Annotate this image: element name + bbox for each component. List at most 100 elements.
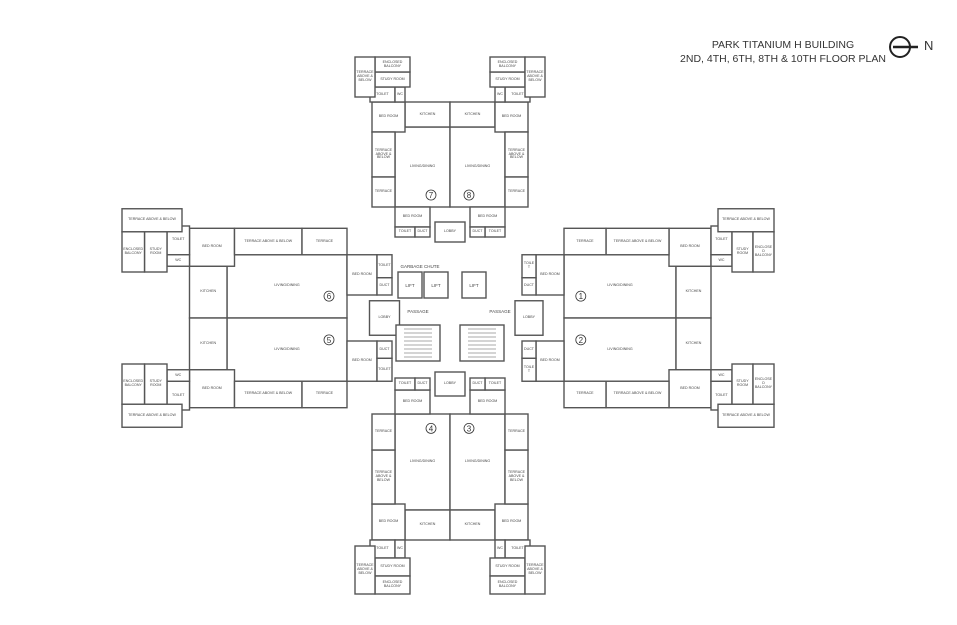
staircase <box>395 324 441 362</box>
room-label-box: TOILET <box>376 546 389 550</box>
room-label-box: BED ROOM <box>402 214 423 219</box>
room-label-box: TERRACE ABOVE & BELOW <box>722 217 770 221</box>
room-label: TERRACE ABOVE & BELOW <box>526 70 544 82</box>
room-label-box: TOILET <box>523 261 535 270</box>
room-label-box: KITCHEN <box>419 522 436 527</box>
room-label: LIVING/DINING <box>607 283 633 288</box>
room-living <box>226 317 348 382</box>
room-label: ENCLOSED BALCONY <box>497 580 518 588</box>
room-label-box: TERRACE <box>374 189 393 194</box>
room-label: TERRACE ABOVE & BELOW <box>356 70 374 82</box>
room-terrace-ab <box>524 56 546 98</box>
flat-number: 7 <box>429 191 434 200</box>
room-label-box: TERRACE ABOVE & BELOW <box>526 563 543 575</box>
room-label: BED ROOM <box>501 114 522 119</box>
room-label-box: TERRACE ABOVE & BELOW <box>526 70 544 82</box>
room-label-box: DUCT <box>473 229 483 233</box>
room-label: WC <box>397 91 403 96</box>
room-label-box: STUDY ROOM <box>495 564 520 569</box>
room-label-box: TOILET <box>172 237 185 241</box>
room-label: ENCLOSED BALCONY <box>754 244 773 257</box>
plan-title-line1: PARK TITANIUM H BUILDING <box>711 39 855 51</box>
room-label: TOILET <box>398 381 412 386</box>
room-label-box: TERRACE ABOVE & BELOW <box>356 563 373 575</box>
lift <box>397 271 423 299</box>
room-label: KITCHEN <box>419 522 436 527</box>
room-terrace-ab <box>524 545 546 595</box>
room-label-box: TOILET <box>399 229 412 233</box>
room-label-box: TERRACE <box>508 429 525 433</box>
room-label-box: TERRACE ABOVE & BELOW <box>507 147 526 160</box>
lobby <box>514 300 544 336</box>
room-label: DUCT <box>524 346 534 351</box>
room-label: BED ROOM <box>477 214 498 219</box>
flat-number: 6 <box>327 292 332 301</box>
room-label-box: ENCLOSED BALCONY <box>497 580 518 588</box>
room-label-box: BED ROOM <box>477 214 498 219</box>
room-label: BED ROOM <box>402 214 423 219</box>
room-label-box: TOILET <box>488 381 502 386</box>
room-label-box: STUDY ROOM <box>736 247 748 255</box>
room-label: STUDY ROOM <box>149 246 162 255</box>
room-label: KITCHEN <box>685 289 702 294</box>
room-label: TERRACE ABOVE & BELOW <box>244 238 293 243</box>
room-duct <box>469 377 486 391</box>
room-label-box: BED ROOM <box>403 399 423 403</box>
room-duct <box>521 340 537 359</box>
room-label: WC <box>397 546 403 551</box>
room-label-box: TERRACE <box>508 189 525 193</box>
room-label-box: STUDY ROOM <box>380 77 404 81</box>
room-label: KITCHEN <box>464 111 481 116</box>
room-label-box: TOILET <box>378 263 391 267</box>
passage-label: PASSAGE <box>489 309 510 314</box>
room-label: KITCHEN <box>464 522 481 527</box>
flat-number-circle <box>463 422 475 434</box>
room-label-box: KITCHEN <box>685 289 702 294</box>
room-bedroom <box>371 101 406 133</box>
room-label-box: STUDY ROOM <box>149 246 162 255</box>
room-label: WC <box>497 546 503 551</box>
room-bedroom <box>394 389 431 415</box>
room-label: TERRACE ABOVE & BELOW <box>244 391 293 396</box>
room-label: TOILET <box>511 546 524 551</box>
room-label-box: TOILET <box>378 367 391 371</box>
room-label: DUCT <box>524 283 534 288</box>
room-terrace-ab <box>354 56 376 98</box>
room-label: TOILET <box>523 261 535 270</box>
lift-label: LIFT <box>431 283 441 288</box>
room-label-box: BED ROOM <box>202 385 222 390</box>
room-label: TERRACE <box>374 429 393 434</box>
room-label-box: KITCHEN <box>464 522 481 527</box>
room-label-box: BED ROOM <box>501 519 522 524</box>
room-label: TOILET <box>523 364 535 373</box>
room-label-box: KITCHEN <box>464 111 481 116</box>
room-label: TOILET <box>488 381 502 386</box>
room-label: LIVING/DINING <box>409 459 436 464</box>
room-label: TERRACE ABOVE & BELOW <box>613 238 662 243</box>
room-label-box: DUCT <box>380 347 390 351</box>
room-label: STUDY ROOM <box>495 564 520 569</box>
room-terrace <box>563 380 607 409</box>
room-terrace <box>371 176 396 208</box>
room-label: ENCLOSED BALCONY <box>123 246 144 255</box>
room-label-box: WC <box>397 546 403 551</box>
flat-number: 3 <box>467 424 472 433</box>
plan-title: PARK TITANIUM H BUILDING 2ND, 4TH, 6TH, … <box>668 38 898 66</box>
room-label: TERRACE <box>374 189 393 194</box>
room-label: TERRACE ABOVE & BELOW <box>507 147 526 160</box>
room-label: BED ROOM <box>202 244 222 249</box>
lobby-label-box: LOBBY <box>444 229 456 233</box>
lift <box>423 271 449 299</box>
room-label: DUCT <box>417 381 428 386</box>
room-label: TERRACE ABOVE & BELOW <box>613 391 662 396</box>
room-label: BED ROOM <box>202 385 222 390</box>
room-label-box: TOILET <box>489 229 502 233</box>
room-label-box: BED ROOM <box>352 272 372 276</box>
room-label-box: TERRACE ABOVE & BELOW <box>722 413 770 417</box>
room-duct <box>414 377 431 391</box>
room-label: KITCHEN <box>200 289 217 294</box>
flat-number-circle <box>425 422 437 434</box>
room-label: BED ROOM <box>501 519 522 524</box>
